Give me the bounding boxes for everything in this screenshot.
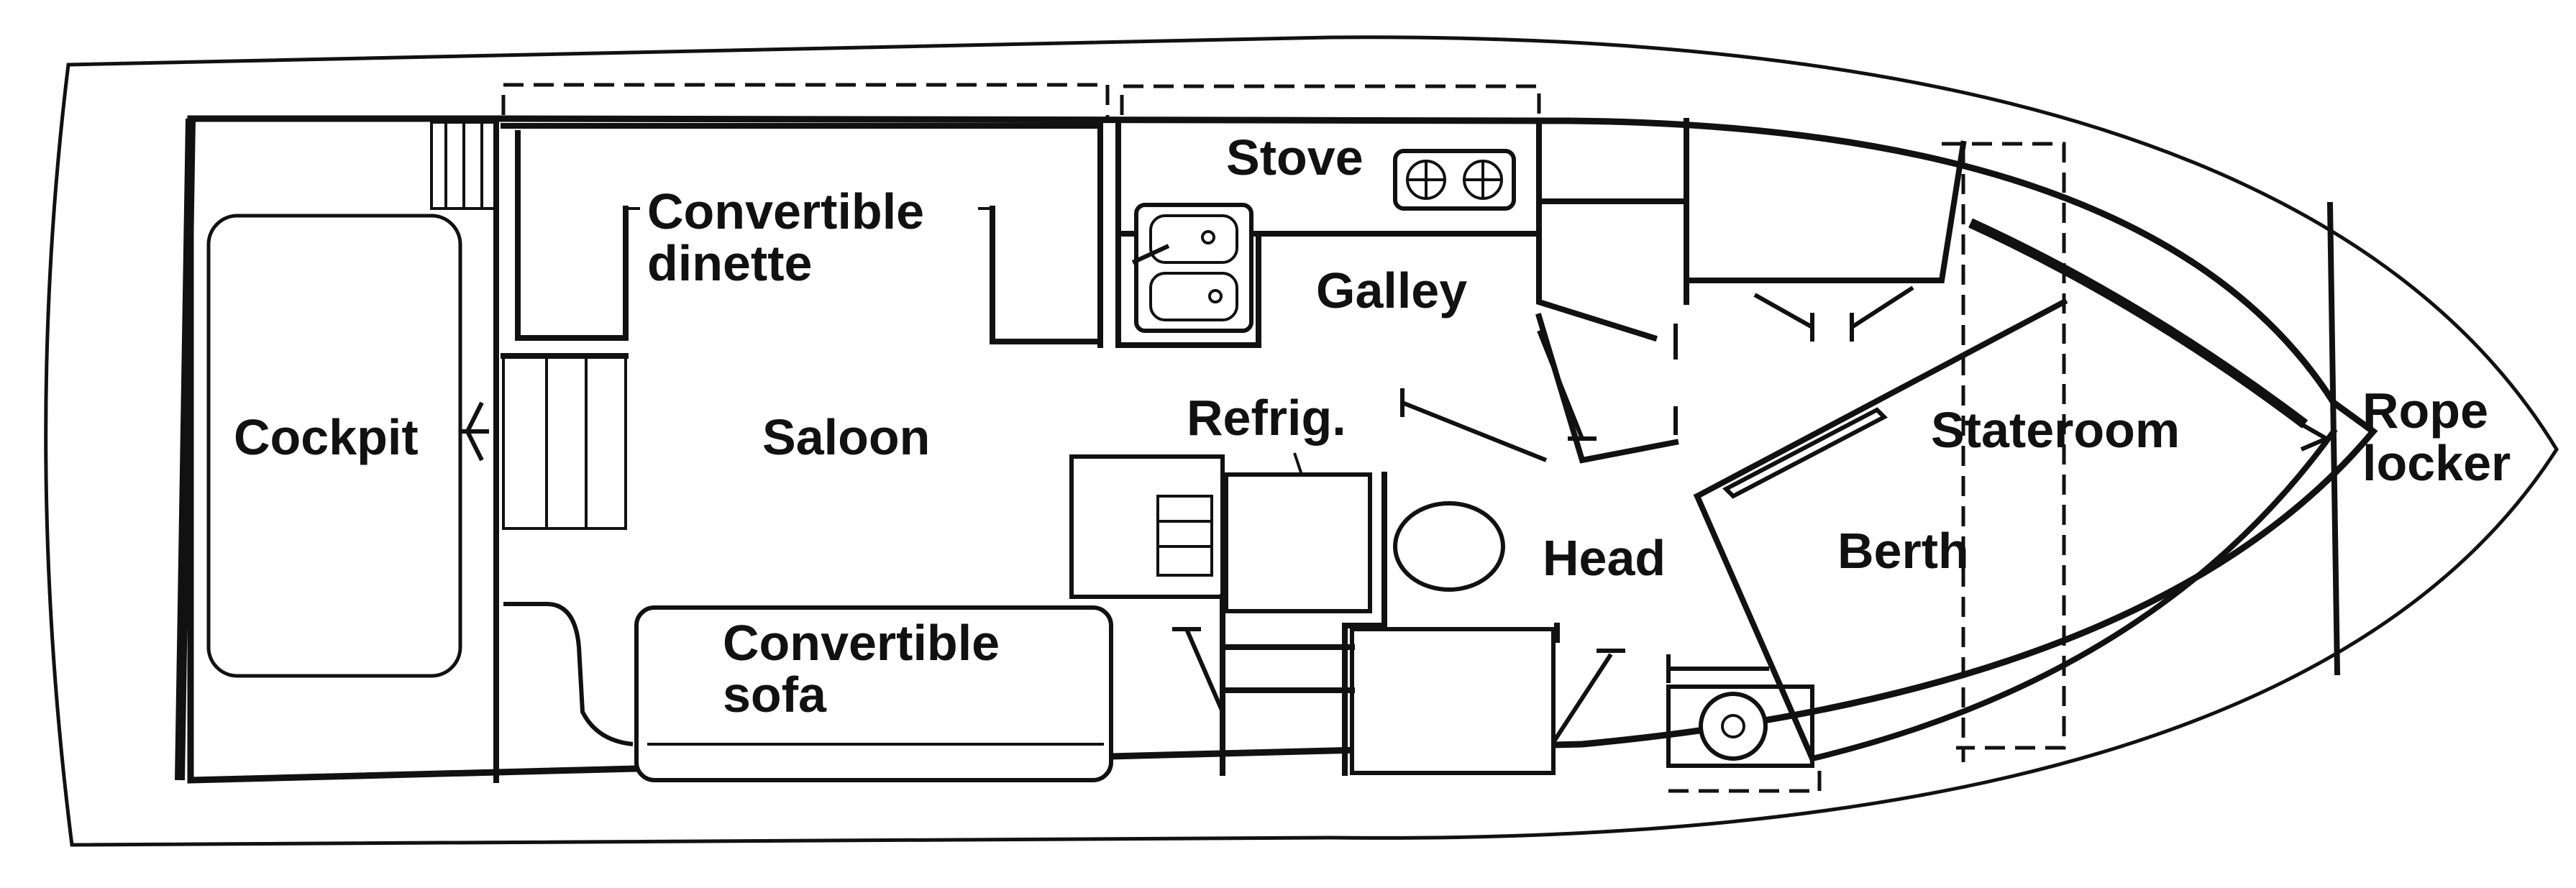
galley-sink (1131, 203, 1253, 333)
door-swings (1172, 285, 1914, 749)
label-rope-line2: locker (2362, 435, 2511, 491)
transom-wall (175, 118, 196, 781)
label-galley: Galley (1316, 262, 1467, 319)
head-compartment (1342, 472, 1560, 776)
inner-deck-line (187, 115, 2378, 784)
cockpit-steps (430, 121, 498, 210)
label-sofa-line1: Convertible (723, 615, 1000, 671)
stateroom-outline-dashed (1668, 142, 2066, 793)
rope-locker-bulkhead (2326, 201, 2341, 676)
berth-step (1722, 407, 1888, 499)
companionway-steps (501, 353, 629, 530)
label-cockpit: Cockpit (234, 409, 419, 465)
label-saloon: Saloon (762, 409, 930, 465)
label-stove: Stove (1226, 129, 1364, 186)
label-dinette-line1: Convertible (647, 183, 924, 239)
flybridge-outline-dashed (501, 83, 1541, 122)
label-berth: Berth (1837, 523, 1969, 579)
convertible-sofa (503, 602, 1113, 782)
dinette-seat (501, 123, 1103, 348)
lower-partitions (1220, 594, 1355, 776)
label-stateroom: Stateroom (1931, 402, 2180, 458)
label-sofa-line2: sofa (723, 667, 827, 723)
galley-forward-bulkhead (1536, 118, 1967, 342)
hull-outline (44, 35, 2559, 847)
stove-burners (1393, 149, 1516, 211)
label-refrig: Refrig. (1187, 390, 1346, 446)
label-head: Head (1543, 530, 1666, 586)
label-dinette-line2: dinette (647, 235, 812, 291)
refrigerator (1069, 452, 1372, 613)
cockpit-seat (206, 214, 462, 678)
cockpit-hatch-marks (460, 401, 489, 462)
label-rope-line1: Rope (2362, 383, 2488, 439)
windlass (1666, 654, 1814, 768)
v-berth-outline (1693, 298, 2338, 763)
berth-bulkhead-thick (1968, 218, 2308, 429)
rope-locker-divider (2300, 422, 2328, 452)
